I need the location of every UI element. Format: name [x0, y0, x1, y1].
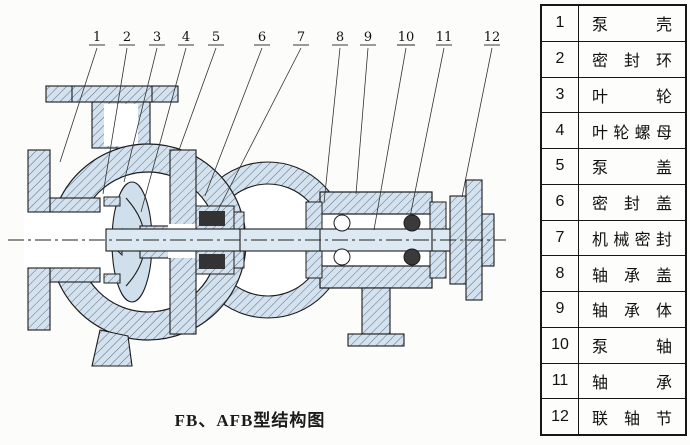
suction-pipe [49, 197, 101, 283]
part-number: 2 [542, 41, 579, 77]
part-name-text: 联轴节 [592, 410, 672, 428]
part-number: 10 [542, 327, 579, 363]
callout-4: 4 [182, 30, 190, 45]
mechanical-seal [199, 211, 225, 269]
part-name-text: 轴承盖 [592, 267, 672, 285]
part-name: 叶轮螺母 [579, 113, 685, 148]
part-name: 轴承体 [579, 292, 685, 327]
part-number: 11 [542, 363, 579, 399]
part-number: 6 [542, 184, 579, 220]
part-name: 联轴节 [579, 399, 685, 434]
part-name-text: 密封盖 [592, 196, 672, 214]
part-number: 8 [542, 256, 579, 291]
table-row: 5 泵盖 [542, 149, 685, 185]
table-row: 6 密封盖 [542, 184, 685, 221]
part-name: 密封盖 [579, 185, 685, 220]
discharge-flange [45, 85, 179, 149]
part-number: 9 [542, 292, 579, 327]
part-name-text: 泵盖 [592, 160, 672, 178]
part-name: 轴承 [579, 364, 685, 399]
part-name: 密封环 [579, 42, 685, 77]
suction-flange [27, 149, 51, 331]
part-name-text: 轴承 [592, 374, 672, 392]
table-row: 11 轴承 [542, 363, 685, 400]
table-row: 3 叶轮 [542, 77, 685, 114]
part-name-text: 机械密封 [592, 231, 672, 249]
callout-6: 6 [258, 30, 266, 45]
part-name-text: 轴承体 [592, 303, 672, 321]
table-row: 1 泵壳 [542, 6, 685, 42]
callout-1: 1 [93, 30, 101, 45]
callout-7: 7 [297, 30, 305, 45]
table-row: 4 叶轮螺母 [542, 113, 685, 149]
table-row: 9 轴承体 [542, 292, 685, 328]
part-name: 泵壳 [579, 6, 685, 41]
part-name: 轴承盖 [579, 256, 685, 291]
table-row: 7 机械密封 [542, 220, 685, 257]
callout-10: 10 [398, 30, 415, 45]
table-row: 12 联轴节 [542, 399, 685, 434]
support-foot [347, 287, 405, 347]
part-name-text: 泵壳 [592, 17, 672, 35]
part-name: 机械密封 [579, 221, 685, 256]
callout-9: 9 [364, 30, 372, 45]
part-name-text: 叶轮 [592, 88, 672, 106]
part-number: 1 [542, 6, 579, 41]
part-number: 4 [542, 113, 579, 148]
part-number: 5 [542, 149, 579, 184]
callout-12: 12 [484, 30, 501, 45]
part-number: 7 [542, 220, 579, 256]
parts-table: 1 泵壳 2 密封环 3 叶轮 4 叶轮螺母 5 泵盖 6 密封盖 7 机械密封… [540, 4, 687, 436]
casing-foot [91, 329, 133, 367]
table-row: 10 泵轴 [542, 327, 685, 364]
seal-ring [103, 196, 121, 284]
part-name: 泵轴 [579, 328, 685, 363]
callout-8: 8 [336, 30, 344, 45]
part-name: 叶轮 [579, 78, 685, 113]
part-number: 3 [542, 77, 579, 113]
part-number: 12 [542, 399, 579, 434]
part-name-text: 密封环 [592, 53, 672, 71]
ball-bearing-left [332, 213, 352, 267]
table-row: 8 轴承盖 [542, 256, 685, 292]
callout-2: 2 [123, 30, 131, 45]
table-row: 2 密封环 [542, 41, 685, 78]
callout-3: 3 [153, 30, 161, 45]
callout-11: 11 [436, 30, 453, 45]
ball-bearing-right [402, 213, 422, 267]
leader-lines [59, 47, 493, 231]
pump-section-svg: 1 2 3 4 5 6 7 8 9 10 11 12 [8, 30, 506, 367]
part-name: 泵盖 [579, 149, 685, 184]
callout-5: 5 [212, 30, 220, 45]
part-name-text: 泵轴 [592, 339, 672, 357]
part-name-text: 叶轮螺母 [592, 124, 672, 142]
diagram-caption: FB、AFB型结构图 [174, 411, 326, 430]
callout-numbers: 1 2 3 4 5 6 7 8 9 10 11 12 [93, 30, 500, 45]
pump-section-diagram: 1 2 3 4 5 6 7 8 9 10 11 12 [8, 30, 506, 367]
